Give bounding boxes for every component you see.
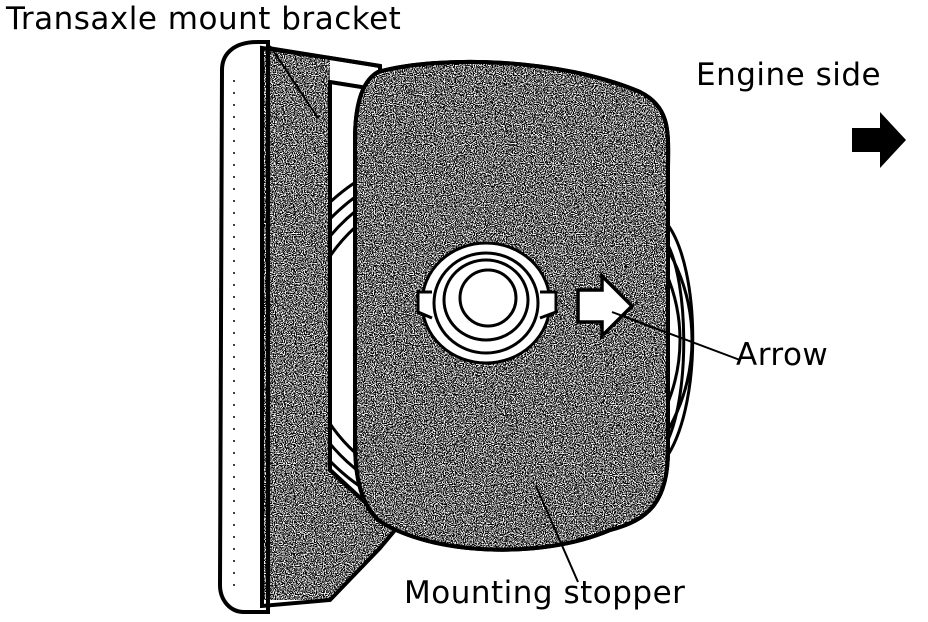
transaxle-mount-bracket-label: Transaxle mount bracket bbox=[6, 1, 402, 37]
right-arrow-icon bbox=[852, 112, 906, 168]
engine-side-label: Engine side bbox=[696, 57, 882, 93]
leader-line-stopper bbox=[535, 485, 579, 583]
leader-line-arrow bbox=[611, 311, 741, 361]
leader-line-bracket bbox=[269, 45, 319, 119]
outlined-right-arrow-icon bbox=[576, 271, 635, 341]
arrow-label: Arrow bbox=[736, 337, 829, 373]
mounting-stopper-label: Mounting stopper bbox=[404, 575, 686, 611]
leader-lines bbox=[269, 45, 741, 583]
center-nut bbox=[416, 241, 558, 365]
